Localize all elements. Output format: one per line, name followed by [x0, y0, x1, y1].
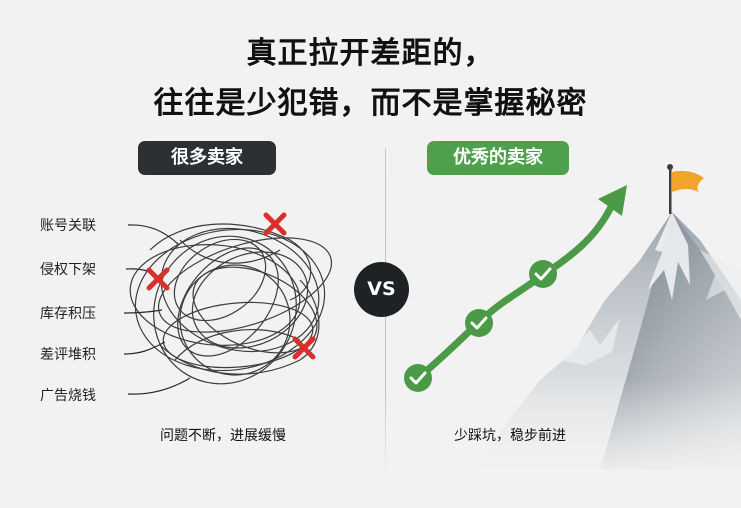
cross-icon	[146, 267, 170, 291]
right-group-label: 优秀的卖家	[427, 141, 569, 175]
issue-label: 账号关联	[40, 218, 96, 234]
right-caption: 少踩坑，稳步前进	[454, 428, 566, 444]
issue-label: 广告烧钱	[40, 388, 96, 404]
headline-line-1: 真正拉开差距的，	[246, 36, 495, 71]
issue-label: 差评堆积	[40, 347, 96, 363]
left-caption: 问题不断，进展缓慢	[160, 428, 286, 444]
issue-label: 侵权下架	[40, 262, 96, 278]
mountain-illustration	[430, 212, 741, 480]
flag-icon	[667, 164, 704, 214]
arrow-icon	[414, 185, 627, 382]
left-group-label: 很多卖家	[138, 141, 276, 175]
headline-line-2: 往往是少犯错，而不是掌握秘密	[153, 86, 588, 121]
check-icon	[529, 260, 557, 288]
tangle-scribble	[129, 223, 333, 385]
vs-badge: VS	[354, 262, 409, 317]
cross-icon	[292, 336, 316, 360]
check-icon	[465, 309, 493, 337]
check-icon	[404, 364, 432, 392]
cross-icon	[263, 212, 287, 236]
issue-label: 库存积压	[40, 306, 96, 322]
